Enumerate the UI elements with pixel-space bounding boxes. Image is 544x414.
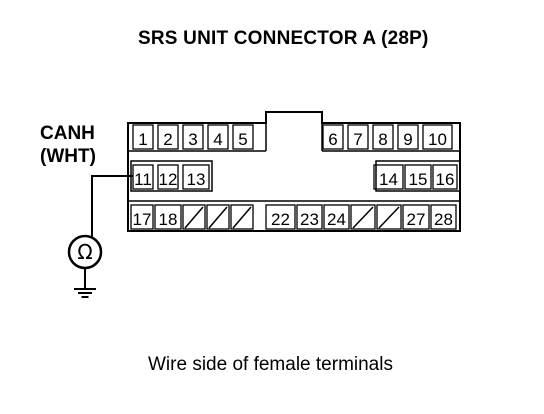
terminal-number: 11 <box>134 170 152 189</box>
terminal-cell-15 <box>404 164 432 190</box>
terminal-number: 9 <box>403 130 412 149</box>
unused-terminal-slash <box>184 206 204 229</box>
terminal-cell-28 <box>430 204 457 230</box>
terminal-number: 2 <box>163 130 172 149</box>
unused-terminal-slash <box>378 206 400 229</box>
terminal-cell-10 <box>422 124 453 150</box>
terminal-cell-empty <box>230 204 254 230</box>
view-caption: Wire side of female terminals <box>148 354 393 375</box>
terminal-cell-7 <box>347 124 369 150</box>
terminal-cell-3 <box>182 124 204 150</box>
ohm-icon: Ω <box>77 240 92 264</box>
terminal-number: 8 <box>378 130 387 149</box>
terminal-cell-14 <box>373 164 404 190</box>
terminal-number: 3 <box>188 130 197 149</box>
terminal-cell-empty <box>206 204 230 230</box>
connector-title: SRS UNIT CONNECTOR A (28P) <box>138 28 429 49</box>
terminal-number: 4 <box>213 130 222 149</box>
terminal-cell-17 <box>130 204 154 230</box>
row2-right-frame <box>375 160 461 192</box>
terminal-number: 10 <box>428 130 447 149</box>
terminal-cell-5 <box>232 124 254 150</box>
ground-icon <box>74 288 96 298</box>
terminal-number: 16 <box>436 170 455 189</box>
terminal-cell-empty <box>350 204 376 230</box>
terminal-cell-27 <box>402 204 430 230</box>
terminal-number: 15 <box>409 170 428 189</box>
unused-terminal-slash <box>352 206 374 229</box>
terminal-number: 13 <box>187 170 206 189</box>
terminal-number: 27 <box>407 210 426 229</box>
terminal-cell-1 <box>132 124 154 150</box>
terminal-cell-9 <box>397 124 419 150</box>
terminal-number: 7 <box>353 130 362 149</box>
terminal-cell-6 <box>322 124 344 150</box>
probe-wire <box>91 175 133 237</box>
wire-color-label: (WHT) <box>40 146 96 167</box>
terminal-cell-16 <box>432 164 458 190</box>
wire-name-label: CANH <box>40 123 95 144</box>
terminal-number: 22 <box>271 210 290 229</box>
terminal-number: 24 <box>327 210 346 229</box>
terminal-cell-22 <box>265 204 296 230</box>
terminal-number: 14 <box>379 170 398 189</box>
terminal-number: 17 <box>133 210 152 229</box>
terminal-cell-24 <box>323 204 350 230</box>
terminal-number: 1 <box>138 130 147 149</box>
unused-terminal-slash <box>232 206 252 229</box>
terminal-number: 18 <box>159 210 178 229</box>
terminal-number: 5 <box>238 130 247 149</box>
terminal-cell-empty <box>182 204 206 230</box>
terminal-cell-8 <box>372 124 394 150</box>
terminal-number: 12 <box>159 170 178 189</box>
terminal-cell-empty <box>376 204 402 230</box>
terminal-number: 6 <box>328 130 337 149</box>
terminal-cell-23 <box>296 204 323 230</box>
terminal-cell-18 <box>154 204 182 230</box>
terminal-cell-13 <box>182 164 210 190</box>
terminal-cell-12 <box>157 164 179 190</box>
terminal-number: 23 <box>300 210 319 229</box>
terminal-cell-2 <box>157 124 179 150</box>
terminal-number: 28 <box>434 210 453 229</box>
unused-terminal-slash <box>208 206 228 229</box>
terminal-cell-4 <box>207 124 229 150</box>
